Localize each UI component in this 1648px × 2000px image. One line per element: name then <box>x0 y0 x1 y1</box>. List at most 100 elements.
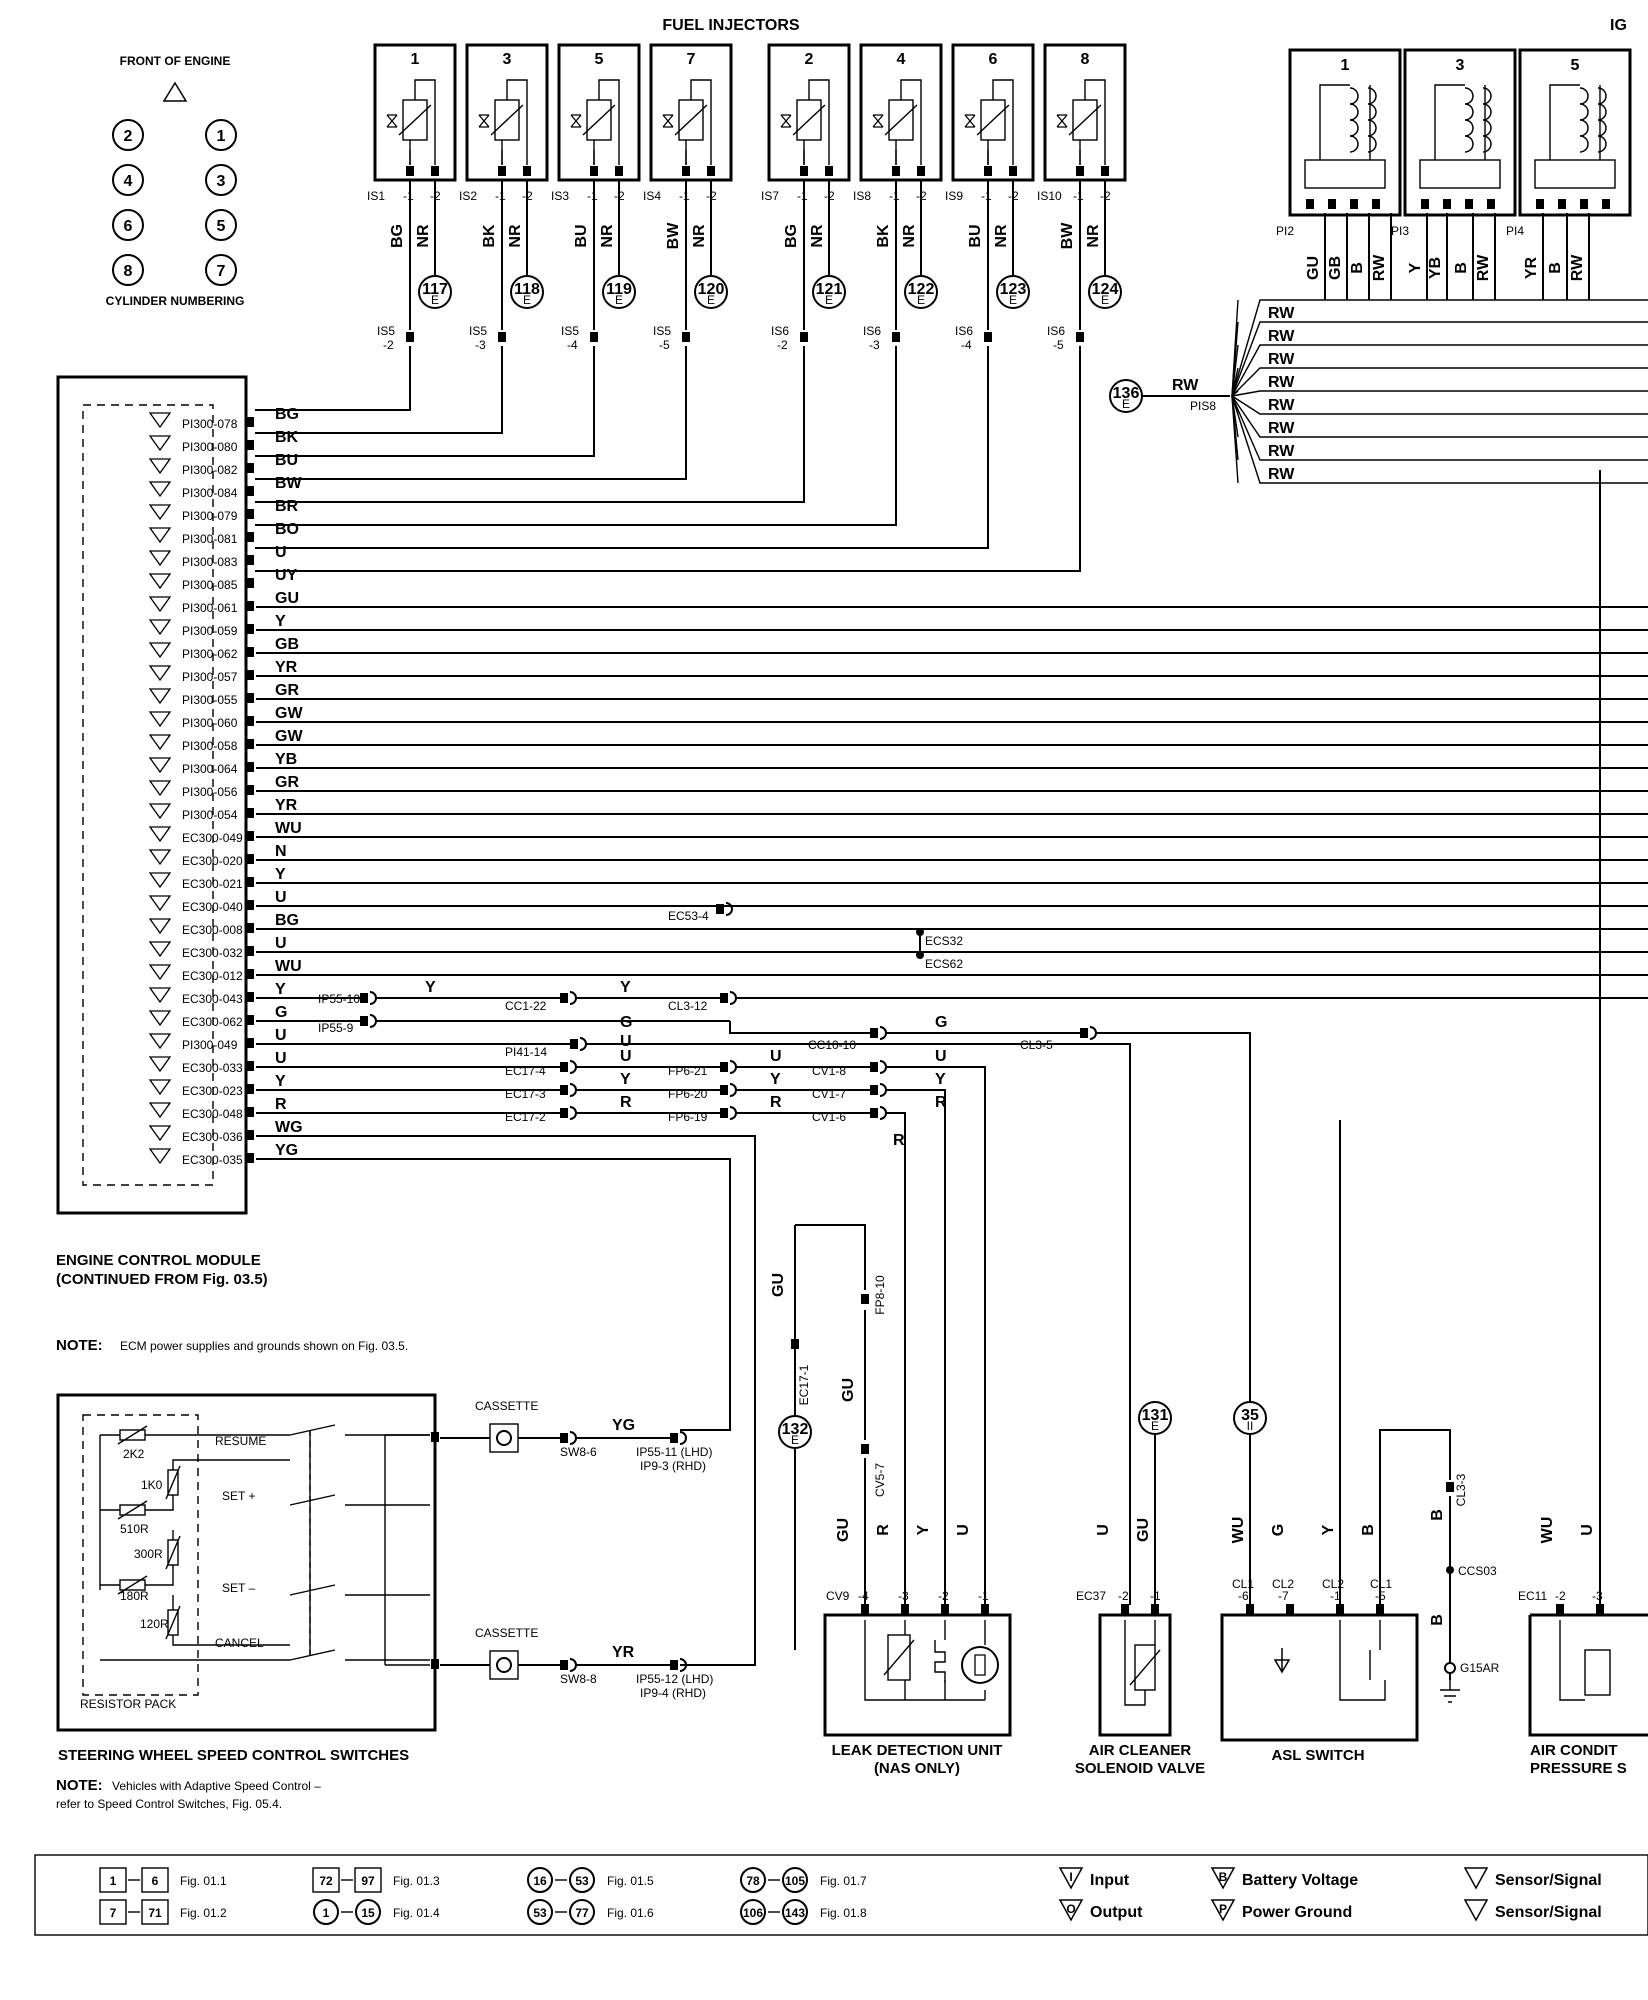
heater-icon <box>934 1640 946 1682</box>
coil-wire-color: YB <box>1427 257 1444 279</box>
legend-from: 106 <box>743 1906 763 1920</box>
cassette-wire-color: YG <box>612 1417 635 1434</box>
injector-lower-connector <box>800 332 808 342</box>
ecm-pin-label: PI300-062 <box>182 647 238 661</box>
ecm-pin-type-icon <box>148 688 172 705</box>
rw-label: RW <box>1172 377 1199 394</box>
input-icon-letter: I <box>1069 1870 1072 1884</box>
injector-number: 2 <box>805 51 814 68</box>
ip55-10-connector <box>360 993 368 1003</box>
ecm-terminal <box>246 555 254 565</box>
injector-pin-1 <box>590 166 598 176</box>
connector-socket <box>679 1658 687 1672</box>
injector-ecm-wire <box>255 346 805 503</box>
ecm-wire-color: WU <box>275 958 302 975</box>
injector-pin-label: -1 <box>889 189 900 203</box>
legend-box <box>34 1854 1648 1936</box>
injector-pin-2 <box>523 166 531 176</box>
ecm-pin-label: PI300-057 <box>182 670 238 684</box>
r6-label: 120R <box>140 1617 169 1631</box>
injector-ground-ref <box>996 275 1030 309</box>
legend-to: 143 <box>785 1906 805 1920</box>
injector-ground-ref-suffix: E <box>615 293 623 307</box>
injector-connector-id: IS8 <box>853 189 871 203</box>
cylinder-circle-8 <box>112 254 144 286</box>
injector-coil <box>402 99 428 141</box>
switch-note-line1: Vehicles with Adaptive Speed Control – <box>112 1779 321 1793</box>
cv1-label: CV1-7 <box>812 1087 846 1101</box>
ecm-pin-label: PI300-059 <box>182 624 238 638</box>
gu-label: GU <box>770 1273 787 1297</box>
ecm-pin-label: PI300-061 <box>182 601 238 615</box>
battery-icon-letter: B <box>1219 1870 1228 1884</box>
injector-diagonal <box>884 104 918 136</box>
resume-label: RESUME <box>215 1434 266 1448</box>
legend-box-b <box>141 1867 169 1893</box>
ecm-pin-type-icon <box>148 1102 172 1119</box>
g-wire-c <box>729 1021 870 1034</box>
ec17-connector <box>560 1108 568 1118</box>
fuel-injector-7 <box>649 43 733 182</box>
ecm-wire-color: WG <box>275 1119 303 1136</box>
ecm-wire-color: U <box>275 1027 287 1044</box>
coil-number: 5 <box>1571 57 1580 74</box>
valve-icon <box>964 114 976 128</box>
cl1-label: CL1 <box>1232 1577 1254 1591</box>
injector-lower-connector <box>984 332 992 342</box>
leak-wire-label: Y <box>935 1071 946 1088</box>
injector-ground-ref-suffix: E <box>1101 293 1109 307</box>
coil-winding-loop <box>1367 135 1377 153</box>
injector-feed-color: BG <box>389 224 406 248</box>
cv5-7-connector <box>861 1444 869 1454</box>
injector-feed-color: BW <box>665 222 682 250</box>
acv-ground-ref-suffix: E <box>1151 1419 1159 1433</box>
rw-harness-wire <box>1231 395 1648 438</box>
resistor-300r-arrow <box>165 1535 181 1570</box>
injector-ecm-wire <box>255 346 897 526</box>
injector-ground-ref <box>418 275 452 309</box>
coil-wire-color: YR <box>1523 256 1540 279</box>
legend-box-b <box>141 1899 169 1925</box>
injector-feed-color: BU <box>573 224 590 247</box>
ecm-terminal <box>246 1153 254 1163</box>
b-label: B <box>1429 1509 1446 1521</box>
injector-return-color: NR <box>507 224 524 248</box>
valve-icon <box>570 114 582 128</box>
ignition-coil-5 <box>1518 48 1632 217</box>
asl-pin <box>1336 1604 1344 1614</box>
rw-wire-label: RW <box>1268 351 1295 368</box>
injector-number: 7 <box>687 51 696 68</box>
rw-splice-branch <box>1231 367 1239 397</box>
ignition-coil-1 <box>1288 48 1402 217</box>
injector-return-color: NR <box>901 224 918 248</box>
legend-fig: Fig. 01.6 <box>607 1906 654 1920</box>
front-of-engine-label: FRONT OF ENGINE <box>120 54 231 68</box>
engine-control-module <box>56 375 248 1215</box>
injector-ground-ref <box>510 275 544 309</box>
legend-circle-b <box>569 1899 595 1925</box>
aircon-subtitle: PRESSURE S <box>1530 1760 1627 1777</box>
legend-fig: Fig. 01.4 <box>393 1906 440 1920</box>
legend-circle-a <box>313 1899 339 1925</box>
ecm-wire-color: YB <box>275 751 297 768</box>
asl-switch <box>1220 1613 1419 1742</box>
r5-label: 180R <box>120 1589 149 1603</box>
air-cleaner-title: AIR CLEANER <box>1089 1742 1192 1759</box>
injector-diagonal <box>1068 104 1102 136</box>
ip9-label: IP9-3 (RHD) <box>640 1459 706 1473</box>
coil-pin <box>1536 199 1544 209</box>
ecm-pin-type-icon <box>148 435 172 452</box>
ecm-terminal <box>246 693 254 703</box>
ec11-label: EC11 <box>1518 1589 1547 1603</box>
leak-wire-d <box>885 1089 946 1605</box>
injector-number: 1 <box>411 51 420 68</box>
ecm-terminal <box>246 440 254 450</box>
coil-body <box>1419 159 1501 189</box>
ldu-pin <box>901 1604 909 1614</box>
injector-lower-pin: -4 <box>961 338 972 352</box>
cylinder-number-5: 5 <box>217 218 226 235</box>
coil-pin <box>1580 199 1588 209</box>
ecm-pin-type-icon <box>148 872 172 889</box>
pin-label: -2 <box>1118 1589 1129 1603</box>
r2-label: 1K0 <box>141 1478 163 1492</box>
